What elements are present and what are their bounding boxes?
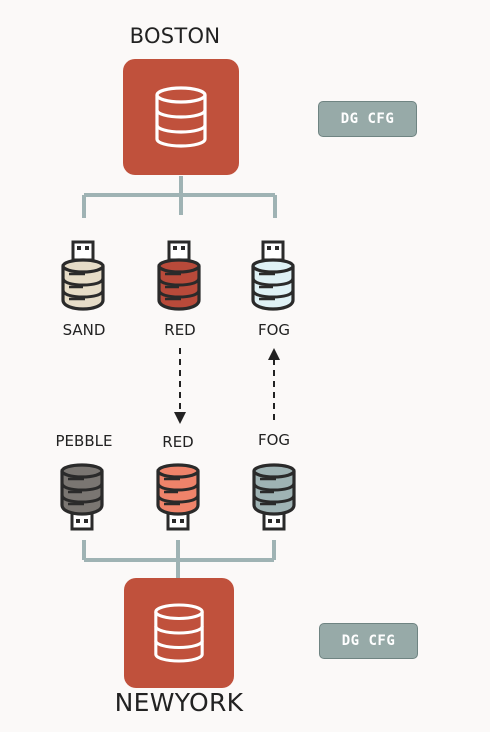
boston-dg-cfg-badge[interactable]: DG CFG bbox=[318, 101, 417, 137]
database-icon bbox=[154, 603, 204, 663]
pdb-pebble-newyork-icon[interactable] bbox=[58, 459, 106, 535]
pdb-label: FOG bbox=[257, 431, 291, 449]
pdb-red-boston-icon[interactable] bbox=[155, 240, 203, 316]
pdb-fog-newyork-icon[interactable] bbox=[250, 459, 298, 535]
boston-title: BOSTON bbox=[129, 24, 221, 48]
newyork-title: NEWYORK bbox=[114, 688, 244, 717]
pdb-red-newyork-icon[interactable] bbox=[154, 459, 202, 535]
pdb-label: SAND bbox=[62, 321, 106, 339]
redo-arrow-red bbox=[174, 348, 186, 424]
boston-cdb[interactable] bbox=[123, 59, 239, 175]
pdb-label: FOG bbox=[257, 321, 291, 339]
pdb-sand-boston-icon[interactable] bbox=[59, 240, 107, 316]
pdb-label: RED bbox=[162, 433, 194, 451]
newyork-dg-cfg-badge[interactable]: DG CFG bbox=[319, 623, 418, 659]
pdb-label: PEBBLE bbox=[55, 432, 113, 450]
pdb-fog-boston-icon[interactable] bbox=[249, 240, 297, 316]
database-icon bbox=[155, 86, 207, 148]
newyork-cdb[interactable] bbox=[124, 578, 234, 688]
pdb-label: RED bbox=[164, 321, 196, 339]
redo-arrow-fog bbox=[268, 348, 280, 420]
